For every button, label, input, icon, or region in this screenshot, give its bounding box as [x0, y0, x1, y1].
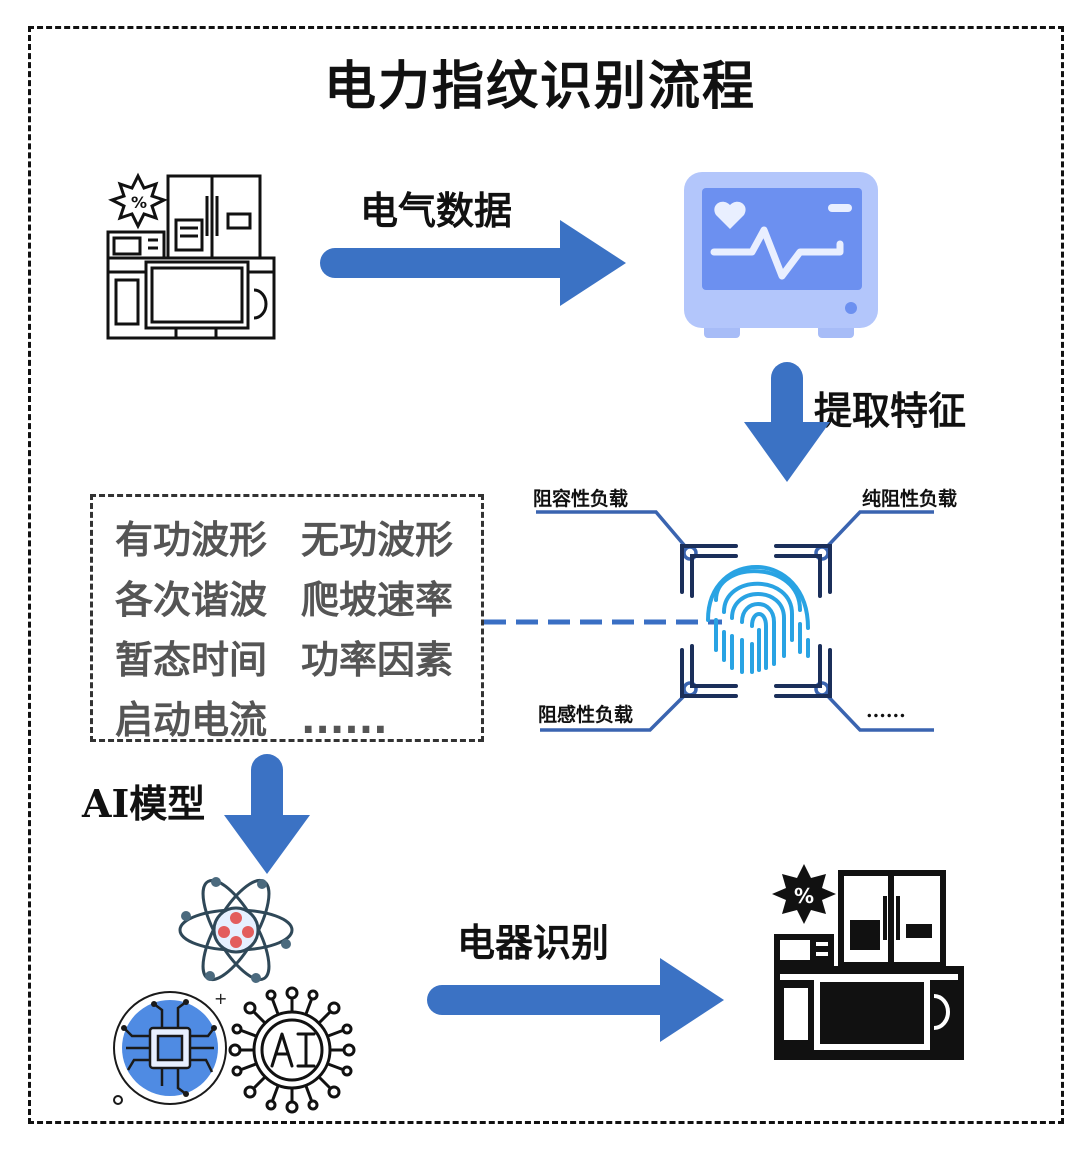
- svg-text:%: %: [794, 884, 814, 908]
- step-label-ai-model: AI模型: [82, 781, 206, 826]
- feature-row: 各次谐波爬坡速率: [115, 569, 453, 624]
- feature-row: 暂态时间功率因素: [115, 629, 453, 684]
- feature-item: ......: [301, 698, 388, 742]
- arrow-right-2: [427, 958, 724, 1042]
- arrow-down-2: [224, 754, 310, 874]
- scan-brackets: [680, 544, 832, 698]
- heart-monitor-icon: [684, 172, 878, 338]
- svg-text:+: +: [214, 989, 227, 1008]
- step-label-extract-features: 提取特征: [814, 388, 967, 433]
- arrow-right-1: [320, 220, 626, 306]
- atom-icon: [178, 877, 294, 983]
- load-label-pure-resistive: 纯阻性负载: [862, 488, 958, 510]
- diagram-frame: [28, 26, 1064, 1124]
- feature-item: 各次谐波: [115, 578, 268, 622]
- load-label-rc: 阻容性负载: [533, 488, 629, 510]
- ai-gear-icon: [228, 986, 356, 1114]
- appliances-filled-icon: %: [772, 864, 964, 1060]
- appliances-outline-icon: %: [106, 172, 276, 340]
- feature-item: 无功波形: [301, 518, 454, 562]
- feature-item: 有功波形: [115, 518, 268, 562]
- feature-item: 爬坡速率: [301, 578, 454, 622]
- feature-item: 暂态时间: [115, 638, 268, 682]
- arrow-down-1: [744, 362, 830, 482]
- step-label-appliance-recognition: 电器识别: [457, 920, 610, 965]
- fingerprint-icon: [706, 565, 810, 674]
- svg-text:%: %: [131, 193, 147, 212]
- fingerprint-connectors: [536, 510, 934, 732]
- feature-row: 有功波形无功波形: [115, 509, 453, 564]
- diagram-title: 电力指纹识别流程: [323, 57, 756, 117]
- load-label-more: ......: [866, 700, 906, 722]
- circuit-chip-icon: +: [113, 989, 227, 1105]
- feature-item: 功率因素: [301, 638, 454, 682]
- feature-list-box: 有功波形无功波形 各次谐波爬坡速率 暂态时间功率因素 启动电流......: [90, 494, 484, 742]
- step-label-electrical-data: 电气数据: [360, 188, 513, 233]
- feature-row: 启动电流......: [115, 689, 388, 744]
- load-label-rl: 阻感性负载: [538, 704, 634, 726]
- feature-item: 启动电流: [115, 698, 268, 742]
